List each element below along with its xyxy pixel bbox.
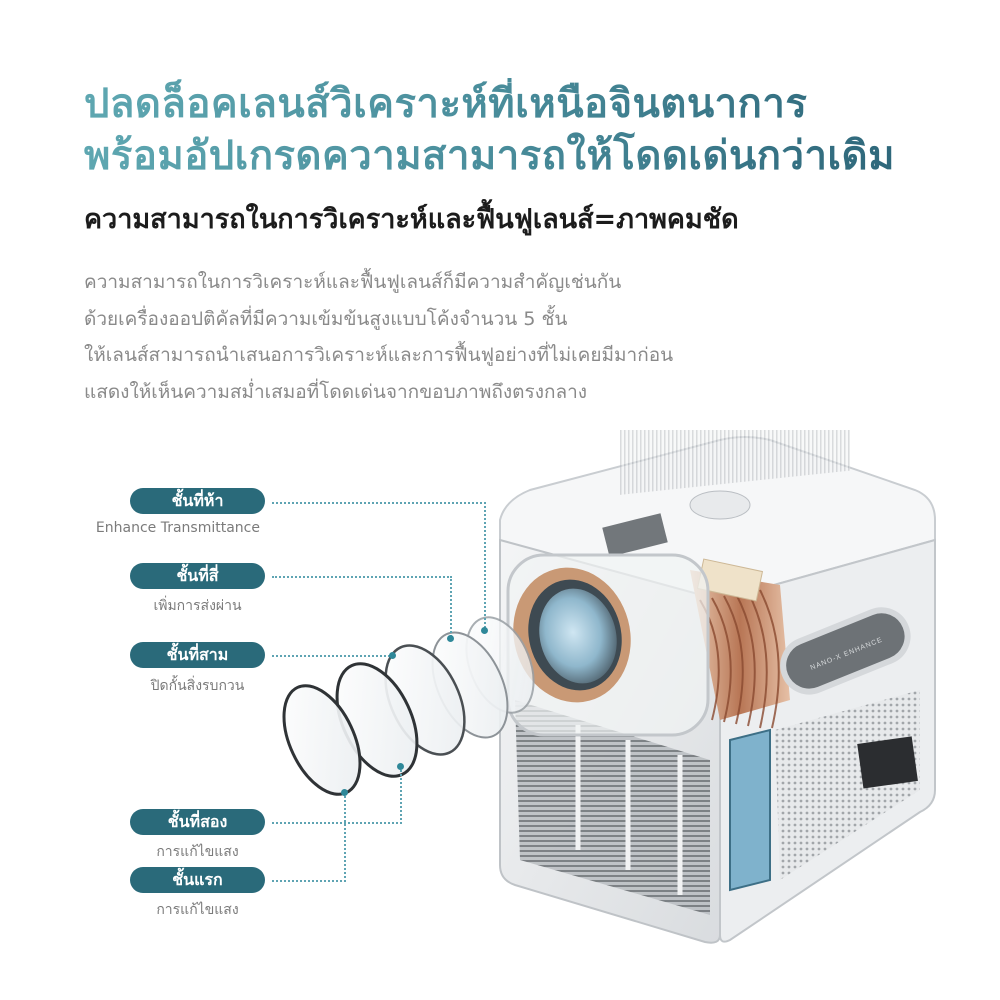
layer-5-caption: Enhance Transmittance <box>95 520 260 536</box>
layer-2-badge: ชั้นที่สอง <box>130 809 265 835</box>
layer-4-badge: ชั้นที่สี่ <box>130 563 265 589</box>
description-line: แสดงให้เห็นความสม่ำเสมอที่โดดเด่นจากขอบภ… <box>84 380 588 403</box>
layer-2-caption: การแก้ไขแสง <box>156 844 239 860</box>
connector-layer-2 <box>272 766 402 824</box>
layer-5-badge: ชั้นที่ห้า <box>130 488 265 514</box>
description-line: ด้วยเครื่องออปติคัลที่มีความเข้มข้นสูงแบ… <box>84 307 568 330</box>
speaker-badge: NANO-X ENHANCE <box>780 607 911 695</box>
subheading: ความสามารถในการวิเคราะห์และฟื้นฟูเลนส์=ภ… <box>84 204 739 235</box>
layer-3-badge: ชั้นที่สาม <box>130 642 265 668</box>
connector-dot <box>397 763 404 770</box>
projector-lens <box>513 567 631 703</box>
layer-1-caption: การแก้ไขแสง <box>156 902 239 918</box>
main-heading-line-2: พร้อมอัปเกรดความสามารถให้โดดเด่นกว่าเดิม <box>84 133 895 179</box>
connector-dot <box>481 627 488 634</box>
layer-4-caption: เพิ่มการส่งผ่าน <box>153 598 242 614</box>
lens-elements <box>282 616 535 796</box>
connector-layer-5 <box>272 502 486 632</box>
description-line: ให้เลนส์สามารถนำเสนอการวิเคราะห์และการฟื… <box>84 344 674 366</box>
projector-illustration: NANO-X ENHANCE <box>282 430 936 944</box>
layer-3-caption: ปิดกั้นสิ่งรบกวน <box>150 678 245 694</box>
connector-dot <box>341 789 348 796</box>
description: ความสามารถในการวิเคราะห์และฟื้นฟูเลนส์ก็… <box>84 264 673 410</box>
layer-1-badge: ชั้นแรก <box>130 867 265 893</box>
main-heading-line-1: ปลดล็อคเลนส์วิเคราะห์ที่เหนือจินตนาการ <box>84 81 808 127</box>
main-heading: ปลดล็อคเลนส์วิเคราะห์ที่เหนือจินตนาการ พ… <box>84 78 964 182</box>
connector-dot <box>389 652 396 659</box>
connector-dot <box>447 635 454 642</box>
connector-layer-4 <box>272 576 452 640</box>
connector-layer-3 <box>272 655 390 657</box>
description-line: ความสามารถในการวิเคราะห์และฟื้นฟูเลนส์ก็… <box>84 271 622 293</box>
connector-layer-1 <box>272 792 346 882</box>
